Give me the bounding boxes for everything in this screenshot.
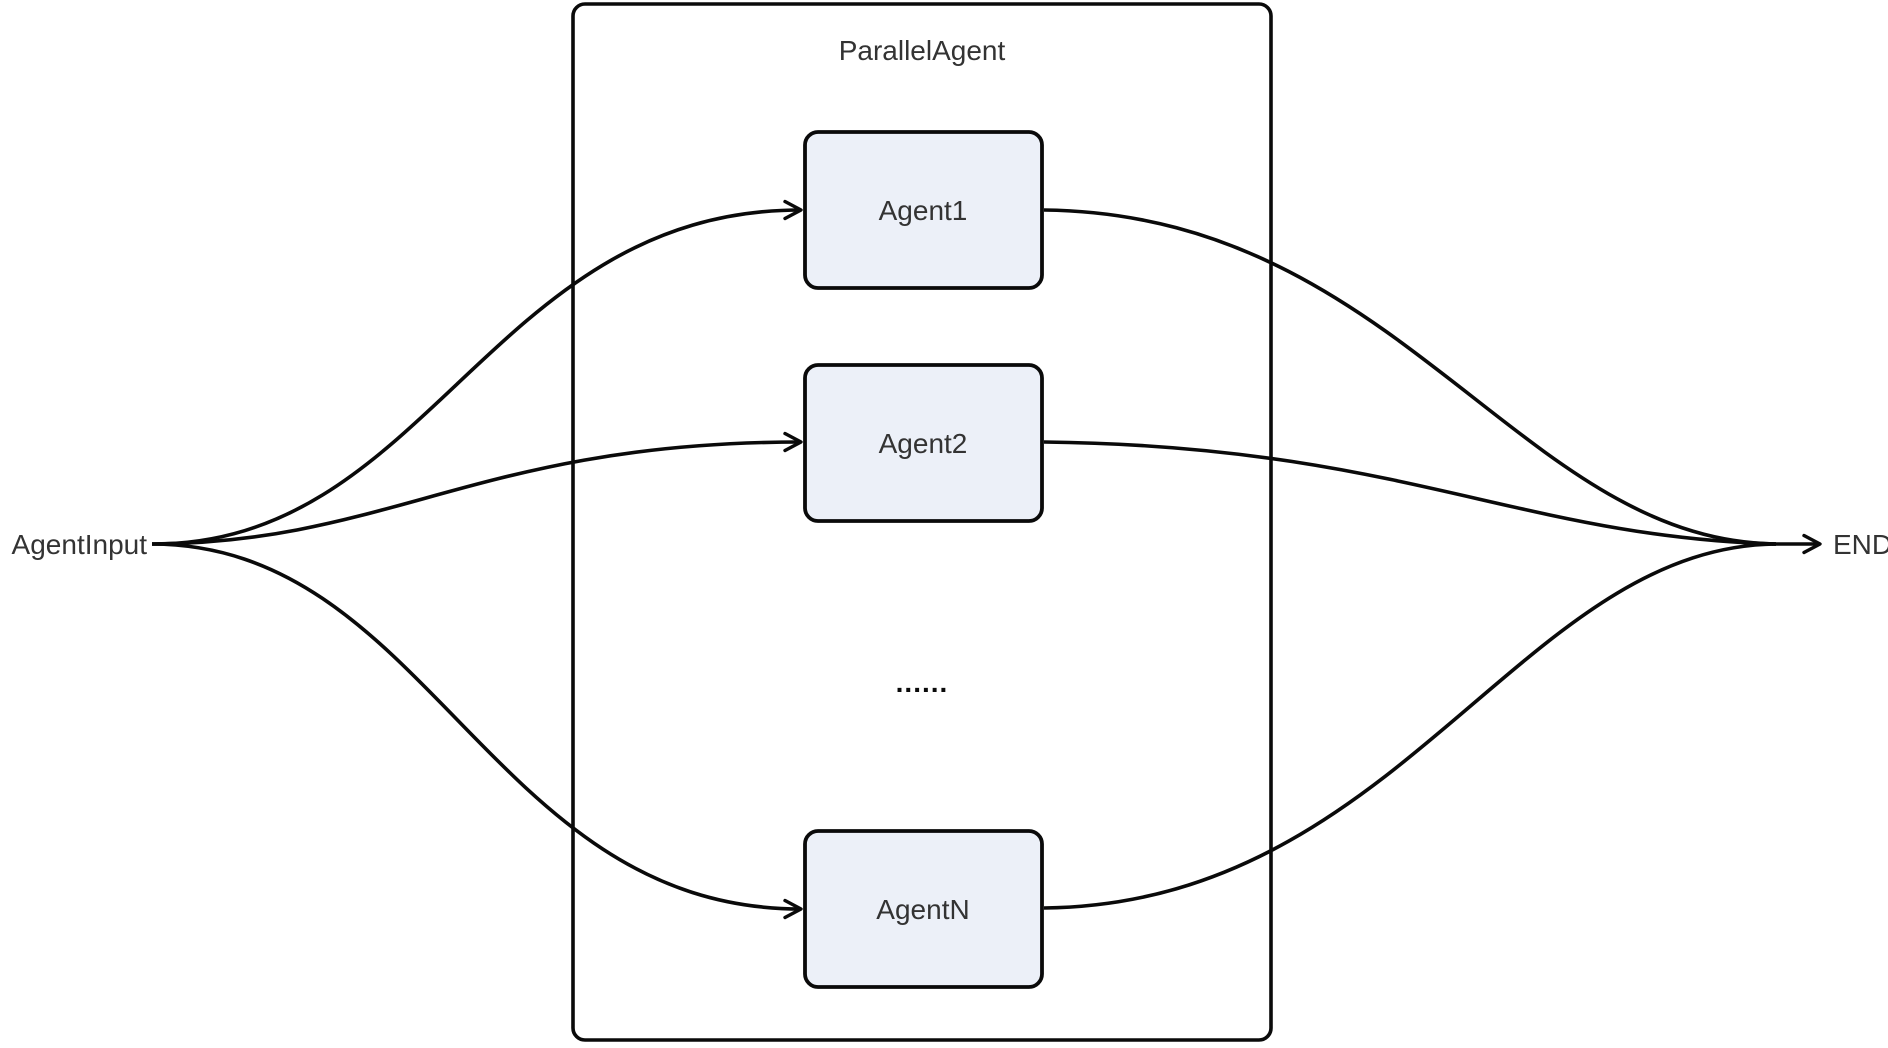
agent-input-label: AgentInput: [12, 529, 148, 560]
parallel-agent-group-title: ParallelAgent: [839, 35, 1006, 66]
node-agent2-box: [803, 363, 1044, 523]
edge-agentN-to-end: [1043, 542, 1777, 910]
node-agent1-label: Agent1: [879, 195, 968, 226]
node-agent1-box: [803, 130, 1044, 290]
edge-agent2-to-end: [1043, 440, 1777, 546]
edge-input-to-agent2: [151, 431, 803, 546]
ellipsis-node: ......: [896, 667, 949, 698]
node-agent2-label: Agent2: [879, 428, 968, 459]
edge-input-to-agentN: [151, 542, 803, 920]
end-label: END: [1833, 529, 1888, 560]
node-agent2: Agent2: [803, 363, 1044, 523]
node-agentN: AgentN: [803, 829, 1044, 989]
edges-fan-out: [151, 199, 803, 920]
edges-fan-in: [1043, 208, 1822, 910]
edge-agent1-to-end: [1043, 208, 1777, 546]
node-agentN-label: AgentN: [876, 894, 969, 925]
node-agent1: Agent1: [803, 130, 1044, 290]
edge-input-to-agent1: [151, 199, 803, 546]
node-agentN-box: [803, 829, 1044, 989]
